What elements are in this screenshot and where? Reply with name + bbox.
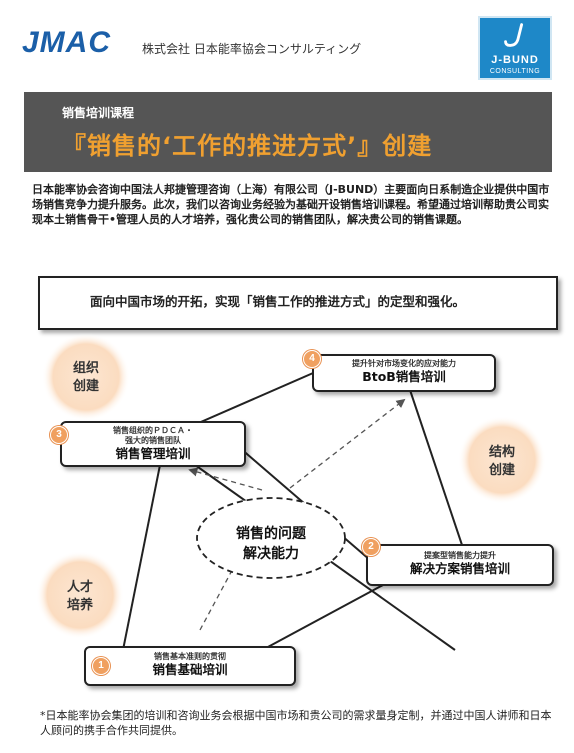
center-label: 销售的问题解决能力	[236, 526, 306, 562]
step-3-badge: 3	[50, 426, 68, 444]
structure-circle	[458, 416, 546, 504]
btob-training-subtitle: 提升针对市场变化的应对能力	[352, 359, 456, 368]
jmac-logo: JMAC	[22, 26, 112, 59]
btob-training-box: 提升针对市场变化的应对能力 BtoB销售培训	[312, 354, 496, 392]
jbund-subtitle: CONSULTING	[489, 68, 541, 75]
solution-training-title: 解决方案销售培训	[409, 561, 510, 576]
title-banner: 销售培训课程 『销售的‘工作的推进方式’』创建	[24, 92, 552, 172]
solution-training-subtitle: 提案型销售能力提升	[424, 551, 496, 560]
step-4-badge: 4	[303, 350, 321, 368]
org-circle	[42, 333, 130, 421]
banner-subtitle: 销售培训课程	[62, 106, 135, 120]
statement-box: 面向中国市场的开拓，实现「销售工作的推进方式」的定型和强化。	[38, 276, 558, 330]
step-1-badge: 1	[92, 657, 110, 675]
basic-training-subtitle: 销售基本准则的贯彻	[154, 652, 226, 661]
org-circle-label: 组织创建	[72, 361, 99, 394]
solution-training-box: 提案型销售能力提升 解决方案销售培训	[366, 544, 554, 586]
jmac-company-name: 株式会社 日本能率協会コンサルティング	[142, 42, 362, 56]
basic-training-box: 销售基本准则的贯彻 销售基础培训	[84, 646, 296, 686]
step-2-badge: 2	[362, 538, 380, 556]
management-training-title: 销售管理培训	[115, 446, 191, 461]
jbund-j-mark-icon	[504, 23, 524, 47]
management-training-box: 销售组织的ＰＤＣＡ・ 强大的销售团队 销售管理培训	[60, 421, 246, 467]
jbund-name: J-BUND	[491, 54, 539, 66]
management-training-subtitle-2: 强大的销售团队	[125, 436, 181, 445]
management-training-subtitle-1: 销售组织的ＰＤＣＡ・	[113, 426, 193, 435]
center-ellipse	[196, 497, 346, 579]
structure-circle-label: 结构创建	[488, 445, 515, 478]
jbund-logo: J-BUND CONSULTING	[478, 16, 552, 80]
btob-training-title: BtoB销售培训	[362, 369, 446, 384]
dashed-arrows	[188, 398, 406, 631]
intro-paragraph: 日本能率协会咨询中国法人邦捷管理咨询（上海）有限公司（J-BUND）主要面向日系…	[32, 183, 550, 226]
basic-training-title: 销售基础培训	[152, 662, 228, 677]
footnote: *日本能率协会集团的培训和咨询业务会根据中国市场和贵公司的需求量身定制，并通过中…	[40, 709, 552, 737]
talent-circle-label: 人才培养	[66, 580, 93, 613]
page-title: 『销售的‘工作的推进方式’』创建	[62, 132, 433, 160]
talent-circle	[36, 551, 124, 639]
